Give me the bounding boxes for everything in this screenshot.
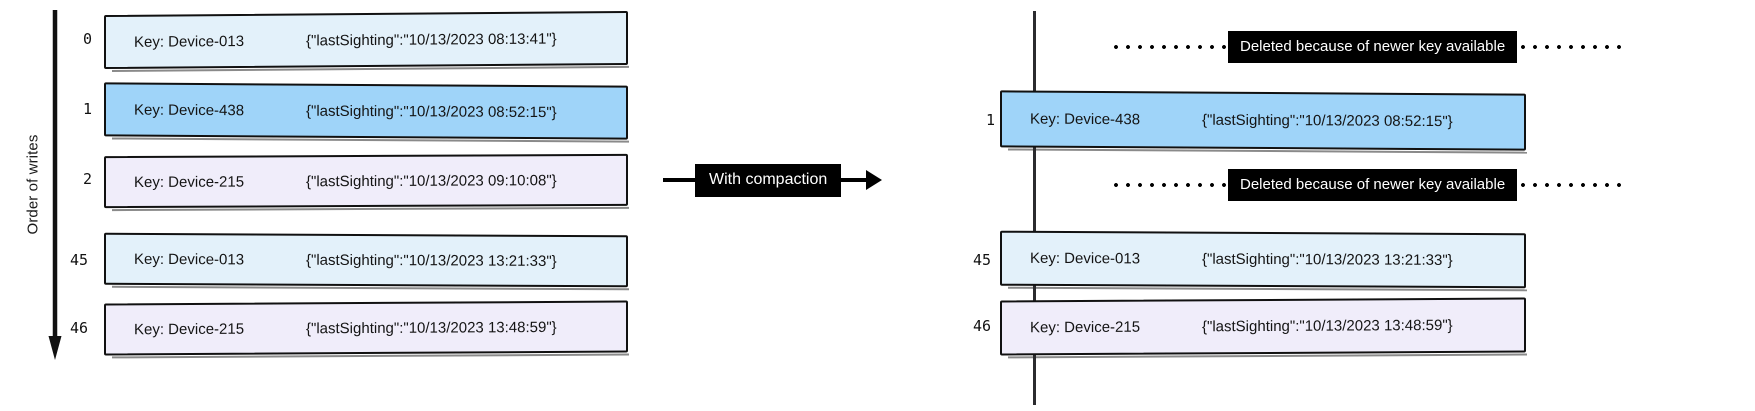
- record-value: {"lastSighting":"10/13/2023 13:21:33"}: [1202, 250, 1453, 269]
- record-value: {"lastSighting":"10/13/2023 08:13:41"}: [306, 30, 557, 49]
- row-index: 45: [972, 251, 991, 269]
- record-key: Key: Device-438: [1030, 110, 1141, 129]
- row-index: 1: [985, 111, 995, 129]
- record-value: {"lastSighting":"10/13/2023 13:21:33"}: [306, 251, 557, 270]
- deleted-note-label: Deleted because of newer key available: [1228, 169, 1518, 201]
- dotted-line-left: [1110, 45, 1228, 49]
- table-row[interactable]: Key: Device-438 {"lastSighting":"10/13/2…: [1000, 90, 1526, 151]
- record-key: Key: Device-013: [1030, 249, 1141, 268]
- record-value: {"lastSighting":"10/13/2023 13:48:59"}: [1202, 316, 1453, 336]
- row-index: 1: [82, 100, 92, 118]
- record-value: {"lastSighting":"10/13/2023 09:10:08"}: [306, 171, 557, 190]
- table-row[interactable]: Key: Device-013 {"lastSighting":"10/13/2…: [104, 232, 628, 288]
- record-key: Key: Device-013: [134, 32, 245, 51]
- deleted-row-note: Deleted because of newer key available: [1110, 31, 1630, 63]
- deleted-note-label: Deleted because of newer key available: [1228, 31, 1518, 63]
- table-row[interactable]: Key: Device-013 {"lastSighting":"10/13/2…: [104, 10, 628, 70]
- record-value: {"lastSighting":"10/13/2023 08:52:15"}: [1202, 111, 1453, 131]
- row-index: 0: [82, 30, 92, 48]
- with-compaction-transition: With compaction: [663, 162, 883, 198]
- with-compaction-label: With compaction: [695, 163, 842, 197]
- dotted-line-right: [1517, 183, 1630, 187]
- dotted-line-left: [1110, 183, 1228, 187]
- row-index: 2: [82, 170, 92, 188]
- record-key: Key: Device-215: [134, 320, 245, 338]
- row-index: 45: [69, 251, 88, 269]
- panel-divider: [1033, 11, 1036, 405]
- down-arrow-icon: [48, 10, 62, 360]
- row-index: 46: [972, 317, 991, 335]
- record-key: Key: Device-013: [134, 250, 245, 268]
- connector-line-left: [663, 178, 695, 182]
- table-row[interactable]: Key: Device-215 {"lastSighting":"10/13/2…: [104, 300, 628, 356]
- dotted-line-right: [1517, 45, 1630, 49]
- record-key: Key: Device-215: [134, 173, 245, 191]
- order-of-writes-label: Order of writes: [24, 134, 42, 235]
- table-row[interactable]: Key: Device-215 {"lastSighting":"10/13/2…: [104, 153, 628, 209]
- record-key: Key: Device-215: [1030, 318, 1141, 337]
- deleted-row-note: Deleted because of newer key available: [1110, 169, 1630, 201]
- table-row[interactable]: Key: Device-438 {"lastSighting":"10/13/2…: [104, 82, 628, 140]
- connector-line-right: [841, 178, 868, 182]
- record-value: {"lastSighting":"10/13/2023 13:48:59"}: [306, 318, 557, 337]
- right-arrow-icon: [866, 170, 883, 190]
- table-row[interactable]: Key: Device-215 {"lastSighting":"10/13/2…: [1000, 297, 1526, 356]
- row-index: 46: [69, 319, 88, 337]
- table-row[interactable]: Key: Device-013 {"lastSighting":"10/13/2…: [1000, 230, 1526, 289]
- record-value: {"lastSighting":"10/13/2023 08:52:15"}: [306, 102, 557, 121]
- record-key: Key: Device-438: [134, 101, 245, 119]
